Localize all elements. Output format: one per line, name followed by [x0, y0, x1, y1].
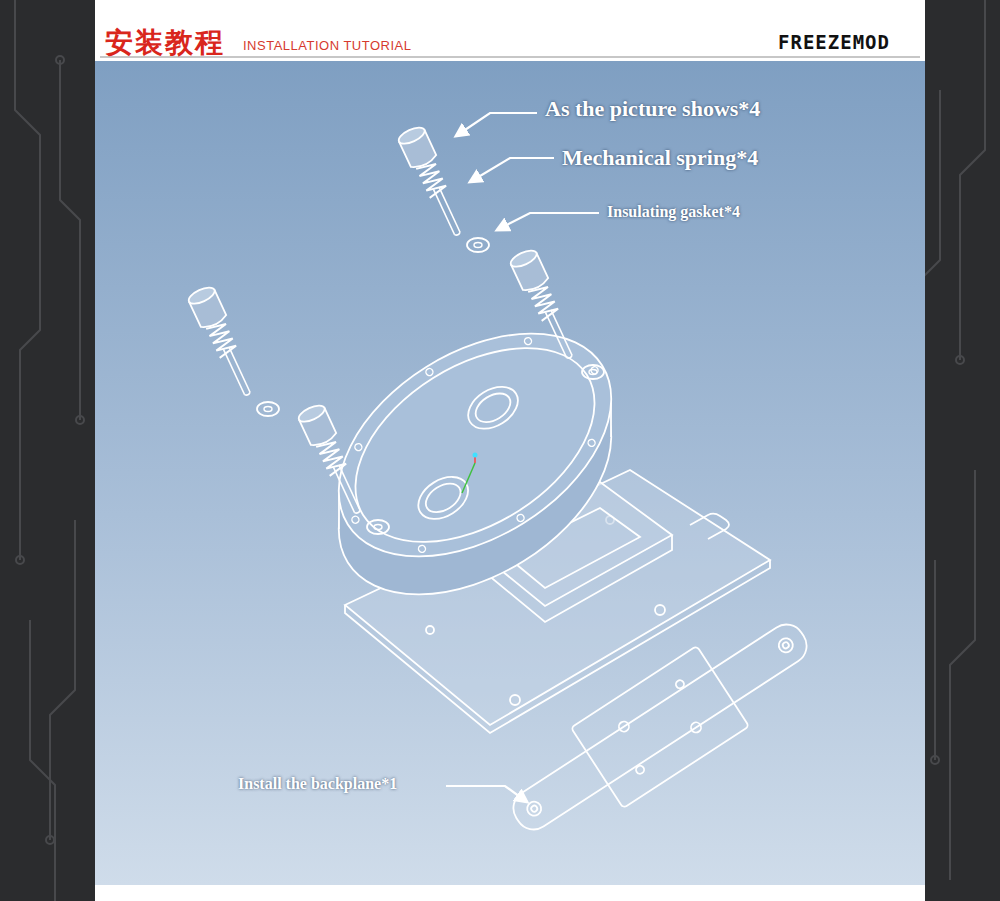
- panel: [95, 0, 925, 901]
- part-callout: Install the backplane*1: [238, 775, 397, 793]
- water-block: [299, 287, 651, 640]
- part-callout: Mechanical spring*4: [562, 145, 758, 170]
- part-callout: As the picture shows*4: [545, 96, 760, 121]
- subtitle: INSTALLATION TUTORIAL: [243, 39, 411, 54]
- part-callout: Insulating gasket*4: [607, 203, 740, 221]
- circuit-pattern: [15, 0, 985, 901]
- blue-field: [95, 61, 925, 885]
- leader-arrows: [446, 113, 599, 802]
- page-title: 安装教程: [105, 27, 225, 59]
- screw-assemblies: [186, 124, 604, 534]
- brand-logo: FREEZEMOD: [778, 32, 890, 54]
